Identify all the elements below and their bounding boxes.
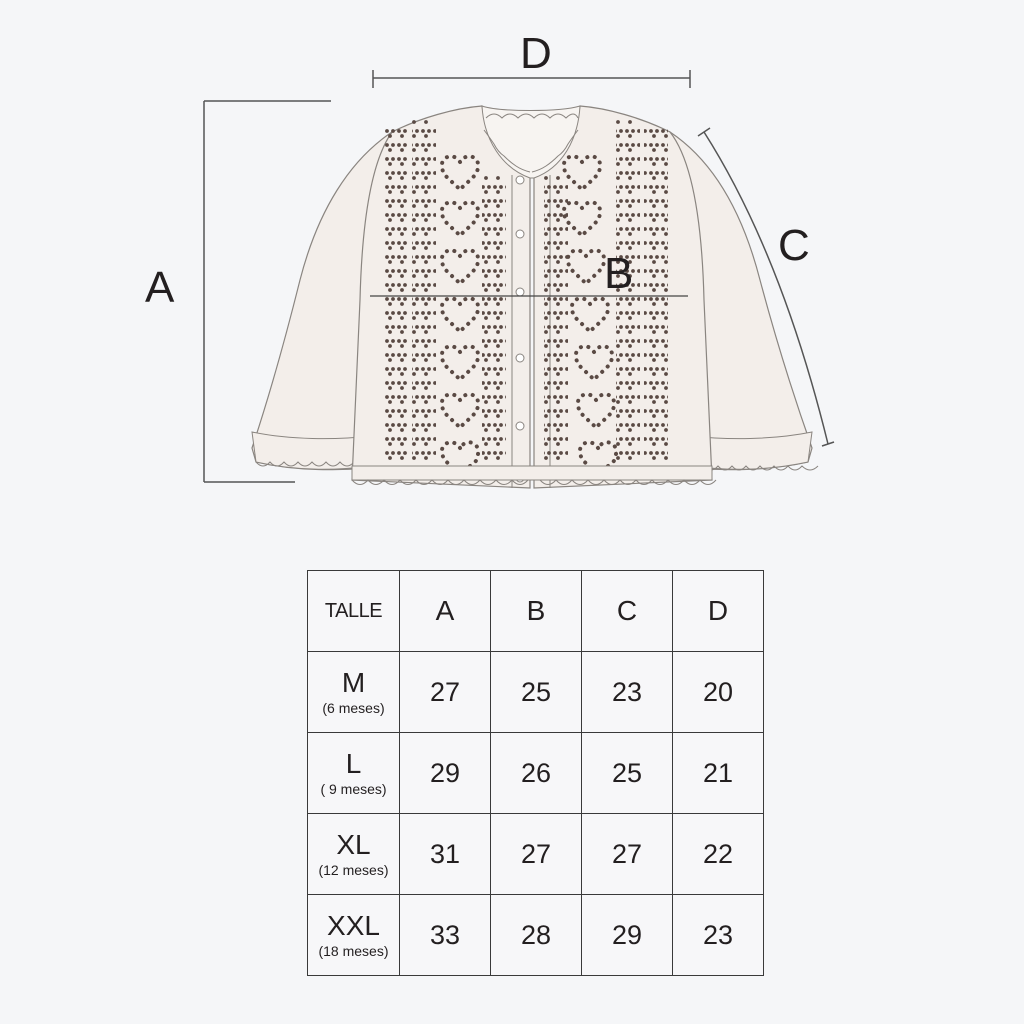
measure-c (697, 127, 835, 447)
size-table: TALLE A B C D M (6 meses) 27 25 23 20 L … (307, 570, 764, 976)
button (515, 229, 525, 239)
header-cell-a: A (399, 570, 491, 652)
table-header-row: TALLE A B C D (307, 570, 764, 652)
size-cell: XXL (18 meses) (307, 894, 400, 976)
neck-scallop-left (483, 129, 531, 173)
right-cuff (689, 431, 813, 470)
table-cell: 31 (399, 813, 491, 895)
button (515, 287, 525, 297)
button (515, 175, 525, 185)
table-cell: 21 (672, 732, 764, 814)
table-row: L ( 9 meses) 29 26 25 21 (307, 732, 764, 814)
size-age: (18 meses) (318, 943, 389, 959)
table-cell: 26 (490, 732, 582, 814)
table-cell: 20 (672, 651, 764, 733)
measure-a (203, 100, 331, 483)
size-age: ( 9 meses) (320, 781, 387, 797)
size-name: XL (336, 829, 371, 860)
table-row: XXL (18 meses) 33 28 29 23 (307, 894, 764, 976)
dimension-label-c: C (778, 221, 810, 270)
stitch-column (616, 120, 640, 464)
hem-scallop (351, 479, 717, 485)
table-row: M (6 meses) 27 25 23 20 (307, 651, 764, 733)
table-cell: 23 (672, 894, 764, 976)
table-cell: 27 (399, 651, 491, 733)
size-cell: XL (12 meses) (307, 813, 400, 895)
stitch-column (482, 176, 506, 464)
header-cell-d: D (672, 570, 764, 652)
collar (481, 105, 581, 179)
dimension-label-d: D (520, 29, 552, 78)
table-cell: 29 (581, 894, 673, 976)
table-cell: 27 (490, 813, 582, 895)
heart-motif (577, 440, 619, 468)
heart-motif (439, 440, 481, 468)
size-age: (6 meses) (322, 700, 385, 716)
size-cell: M (6 meses) (307, 651, 400, 733)
table-cell: 25 (490, 651, 582, 733)
dimension-label-a: A (145, 263, 175, 312)
size-age: (12 meses) (318, 862, 389, 878)
neck-scallop-right (531, 129, 579, 173)
dimension-label-b: B (604, 249, 634, 298)
heart-motifs (439, 154, 619, 468)
table-cell: 33 (399, 894, 491, 976)
size-name: L (345, 748, 362, 779)
header-cell-b: B (490, 570, 582, 652)
size-name: XXL (327, 910, 380, 941)
measure-d (372, 70, 691, 88)
stitch-column (544, 176, 568, 464)
cardigan-diagram (203, 70, 835, 489)
table-cell: 22 (672, 813, 764, 895)
button (515, 353, 525, 363)
header-cell-talle: TALLE (307, 570, 400, 652)
table-cell: 27 (581, 813, 673, 895)
button (515, 421, 525, 431)
hem-band (351, 465, 713, 481)
size-name: M (341, 667, 366, 698)
table-cell: 23 (581, 651, 673, 733)
table-cell: 28 (490, 894, 582, 976)
size-cell: L ( 9 meses) (307, 732, 400, 814)
table-row: XL (12 meses) 31 27 27 22 (307, 813, 764, 895)
table-cell: 25 (581, 732, 673, 814)
stitch-column (412, 120, 436, 464)
header-cell-c: C (581, 570, 673, 652)
table-cell: 29 (399, 732, 491, 814)
collar-scallop (485, 113, 579, 119)
